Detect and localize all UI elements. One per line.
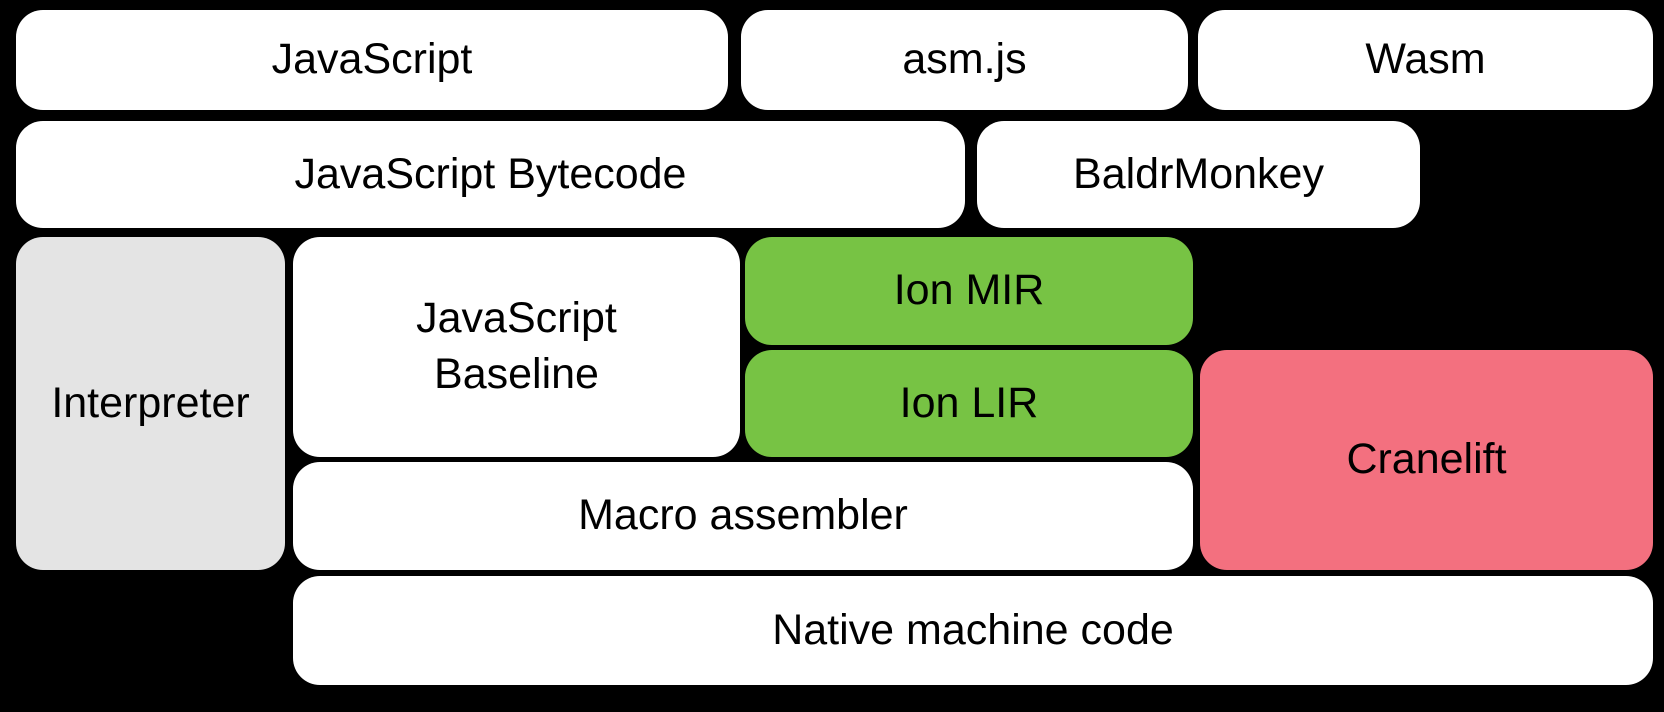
node-cranelift: Cranelift: [1200, 350, 1653, 570]
node-javascript-baseline-label: JavaScript Baseline: [416, 294, 617, 398]
node-javascript-bytecode: JavaScript Bytecode: [16, 121, 965, 228]
node-macro-assembler: Macro assembler: [293, 462, 1193, 570]
node-ion-mir: Ion MIR: [745, 237, 1193, 345]
node-wasm: Wasm: [1198, 10, 1653, 110]
node-asmjs: asm.js: [741, 10, 1188, 110]
node-baldrmonkey: BaldrMonkey: [977, 121, 1420, 228]
node-ion-lir: Ion LIR: [745, 350, 1193, 457]
node-javascript-baseline: JavaScript Baseline: [293, 237, 740, 457]
node-interpreter: Interpreter: [16, 237, 285, 570]
node-javascript: JavaScript: [16, 10, 728, 110]
node-native-machine-code: Native machine code: [293, 576, 1653, 685]
